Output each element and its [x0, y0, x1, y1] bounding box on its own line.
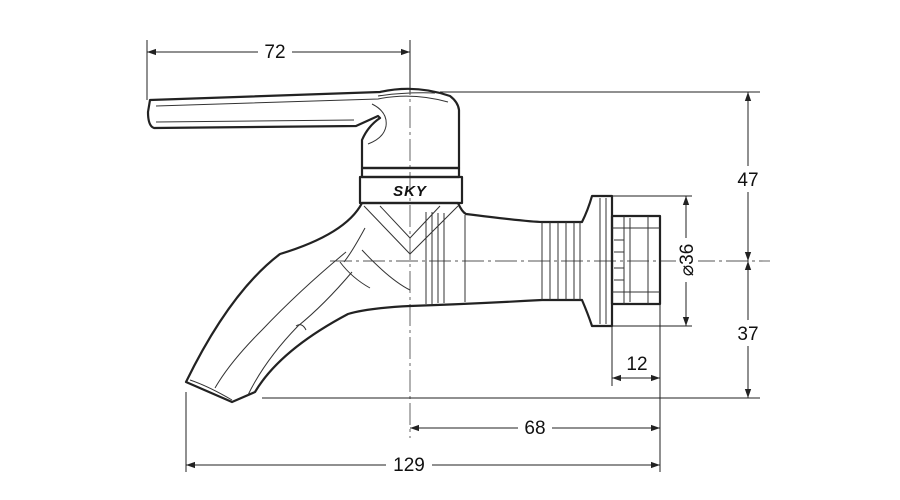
- dim-label-thread-diameter: ⌀36: [677, 244, 698, 277]
- spout: [184, 194, 614, 404]
- dim-label-center-to-back: 68: [524, 418, 545, 439]
- faucet-body: [146, 87, 662, 404]
- dimension-lines: [146, 40, 760, 472]
- lever-handle: [146, 87, 461, 170]
- brand-text: SKY: [393, 183, 428, 200]
- dim-label-top-width: 72: [264, 42, 285, 63]
- dim-label-upper-height: 47: [737, 170, 758, 191]
- dim-label-thread-length: 12: [626, 354, 647, 375]
- dim-label-overall-length: 129: [393, 455, 425, 476]
- dim-label-lower-height: 37: [737, 324, 758, 345]
- thread-connector: [610, 214, 662, 306]
